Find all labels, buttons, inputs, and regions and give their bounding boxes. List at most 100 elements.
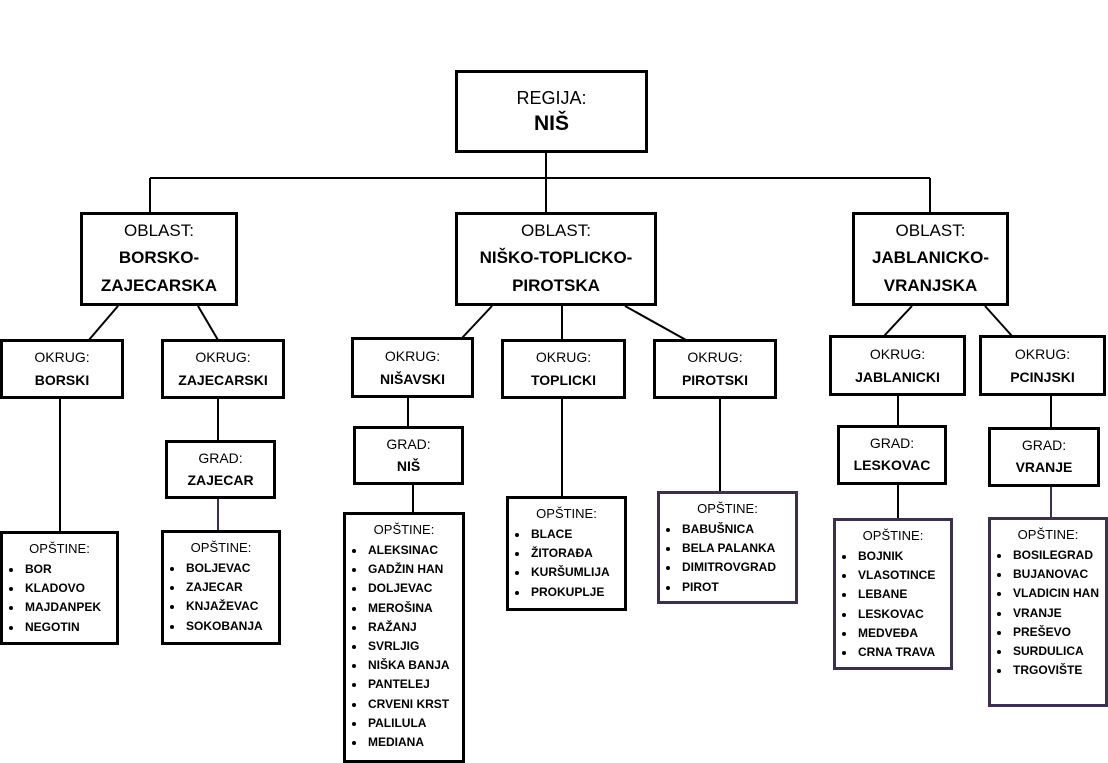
okrug-name: JABLANICKI xyxy=(855,368,940,385)
opstine-box-nisavski: OPŠTINE: ALEKSINAC GADŽIN HAN DOLJEVAC M… xyxy=(343,512,465,763)
regija-name: NIŠ xyxy=(533,111,569,135)
list-item: TRGOVIŠTE xyxy=(1011,661,1099,680)
opstine-list: BOLJEVAC ZAJECAR KNJAŽEVAC SOKOBANJA xyxy=(170,559,272,636)
opstine-list: BOR KLADOVO MAJDANPEK NEGOTIN xyxy=(9,560,110,637)
list-item: DOLJEVAC xyxy=(366,579,456,598)
opstine-box-jablanicki: OPŠTINE: BOJNIK VLASOTINCE LEBANE LESKOV… xyxy=(833,518,953,670)
list-item: GADŽIN HAN xyxy=(366,560,456,579)
okrug-label: OKRUG: xyxy=(535,349,592,365)
list-item: PROKUPLJE xyxy=(529,583,618,602)
list-item: NIŠKA BANJA xyxy=(366,656,456,675)
list-item: BLACE xyxy=(529,525,618,544)
okrug-box-jablanicki: OKRUG: JABLANICKI xyxy=(829,335,966,396)
grad-box-zajecar: GRAD: ZAJECAR xyxy=(165,440,276,499)
okrug-box-pirotski: OKRUG: PIROTSKI xyxy=(653,339,777,399)
list-item: BOLJEVAC xyxy=(184,559,272,578)
opstine-list: BABUŠNICA BELA PALANKA DIMITROVGRAD PIRO… xyxy=(666,520,789,597)
grad-label: GRAD: xyxy=(869,435,915,451)
grad-name: NIŠ xyxy=(396,457,421,474)
okrug-box-nisavski: OKRUG: NIŠAVSKI xyxy=(351,337,474,398)
opstine-box-zajecarski: OPŠTINE: BOLJEVAC ZAJECAR KNJAŽEVAC SOKO… xyxy=(161,530,281,645)
opstine-list: BLACE ŽITORAĐA KURŠUMLIJA PROKUPLJE xyxy=(515,525,618,602)
grad-name: LESKOVAC xyxy=(853,457,931,473)
opstine-box-pcinjski: OPŠTINE: BOSILEGRAD BUJANOVAC VLADICIN H… xyxy=(988,517,1108,707)
list-item: MEDVEĐA xyxy=(856,624,944,643)
okrug-label: OKRUG: xyxy=(34,349,90,365)
list-item: VLADICIN HAN xyxy=(1011,584,1099,603)
opstine-label: OPŠTINE: xyxy=(862,528,924,543)
oblast-label: OBLAST: xyxy=(124,221,194,240)
list-item: MEDIANA xyxy=(366,733,456,752)
opstine-label: OPŠTINE: xyxy=(697,501,758,516)
list-item: RAŽANJ xyxy=(366,618,456,637)
list-item: VRANJE xyxy=(1011,604,1099,623)
opstine-label: OPŠTINE: xyxy=(536,506,597,521)
oblast-label: OBLAST: xyxy=(521,221,591,240)
regija-label: REGIJA: xyxy=(516,87,587,108)
opstine-list: BOJNIK VLASOTINCE LEBANE LESKOVAC MEDVEĐ… xyxy=(842,547,944,662)
okrug-label: OKRUG: xyxy=(195,349,251,365)
list-item: BELA PALANKA xyxy=(680,539,789,558)
okrug-name: PIROTSKI xyxy=(681,372,749,388)
list-item: SVRLJIG xyxy=(366,637,456,656)
list-item: MAJDANPEK xyxy=(23,598,110,617)
list-item: PIROT xyxy=(680,578,789,597)
grad-box-leskovac: GRAD: LESKOVAC xyxy=(837,425,947,485)
list-item: BOSILEGRAD xyxy=(1011,546,1099,565)
okrug-label: OKRUG: xyxy=(869,345,926,362)
okrug-box-pcinjski: OKRUG: PCINJSKI xyxy=(979,335,1106,396)
oblast-label: OBLAST: xyxy=(895,221,966,240)
list-item: VLASOTINCE xyxy=(856,566,944,585)
list-item: ZAJECAR xyxy=(184,578,272,597)
opstine-label: OPŠTINE: xyxy=(190,540,252,555)
okrug-box-toplicki: OKRUG: TOPLICKI xyxy=(501,339,626,399)
list-item: KNJAŽEVAC xyxy=(184,597,272,616)
oblast-box-nisko-toplicko-pirotska: OBLAST: NIŠKO-TOPLICKO- PIROTSKA xyxy=(455,212,657,306)
opstine-list: BOSILEGRAD BUJANOVAC VLADICIN HAN VRANJE… xyxy=(997,546,1099,680)
opstine-box-borski: OPŠTINE: BOR KLADOVO MAJDANPEK NEGOTIN xyxy=(0,531,119,645)
oblast-name-line1: NIŠKO-TOPLICKO- xyxy=(479,248,633,267)
list-item: BUJANOVAC xyxy=(1011,565,1099,584)
grad-label: GRAD: xyxy=(386,435,431,452)
oblast-name-line1: JABLANICKO- xyxy=(871,248,990,267)
okrug-box-borski: OKRUG: BORSKI xyxy=(0,339,124,399)
list-item: CRNA TRAVA xyxy=(856,643,944,662)
oblast-name-line2: PIROTSKA xyxy=(512,276,600,295)
list-item: BABUŠNICA xyxy=(680,520,789,539)
list-item: BOR xyxy=(23,560,110,579)
list-item: KLADOVO xyxy=(23,579,110,598)
list-item: PANTELEJ xyxy=(366,675,456,694)
list-item: PREŠEVO xyxy=(1011,623,1099,642)
grad-name: VRANJE xyxy=(1015,459,1073,475)
okrug-name: ZAJECARSKI xyxy=(178,372,268,388)
grad-label: GRAD: xyxy=(198,449,243,466)
opstine-label: OPŠTINE: xyxy=(1017,527,1079,542)
list-item: CRVENI KRST xyxy=(366,695,456,714)
grad-label: GRAD: xyxy=(1021,437,1067,453)
grad-box-nis: GRAD: NIŠ xyxy=(353,426,464,485)
opstine-list: ALEKSINAC GADŽIN HAN DOLJEVAC MEROŠINA R… xyxy=(352,541,456,752)
list-item: DIMITROVGRAD xyxy=(680,558,789,577)
list-item: KURŠUMLIJA xyxy=(529,563,618,582)
oblast-box-jablanicko-vranjska: OBLAST: JABLANICKO- VRANJSKA xyxy=(852,212,1009,306)
okrug-name: PCINJSKI xyxy=(1010,368,1075,385)
list-item: ALEKSINAC xyxy=(366,541,456,560)
oblast-name-line2: VRANJSKA xyxy=(883,276,978,295)
okrug-label: OKRUG: xyxy=(687,349,743,365)
opstine-box-toplicki: OPŠTINE: BLACE ŽITORAĐA KURŠUMLIJA PROKU… xyxy=(506,496,627,611)
okrug-box-zajecarski: OKRUG: ZAJECARSKI xyxy=(161,339,285,399)
list-item: NEGOTIN xyxy=(23,618,110,637)
opstine-box-pirotski: OPŠTINE: BABUŠNICA BELA PALANKA DIMITROV… xyxy=(657,491,798,604)
regija-box: REGIJA: NIŠ xyxy=(455,70,648,153)
list-item: BOJNIK xyxy=(856,547,944,566)
list-item: SURDULICA xyxy=(1011,642,1099,661)
list-item: LEBANE xyxy=(856,585,944,604)
list-item: LESKOVAC xyxy=(856,605,944,624)
okrug-label: OKRUG: xyxy=(1014,345,1071,362)
okrug-name: NIŠAVSKI xyxy=(379,370,446,387)
list-item: ŽITORAĐA xyxy=(529,544,618,563)
okrug-name: TOPLICKI xyxy=(530,372,597,388)
list-item: SOKOBANJA xyxy=(184,617,272,636)
oblast-name-line1: BORSKO- xyxy=(118,248,200,267)
